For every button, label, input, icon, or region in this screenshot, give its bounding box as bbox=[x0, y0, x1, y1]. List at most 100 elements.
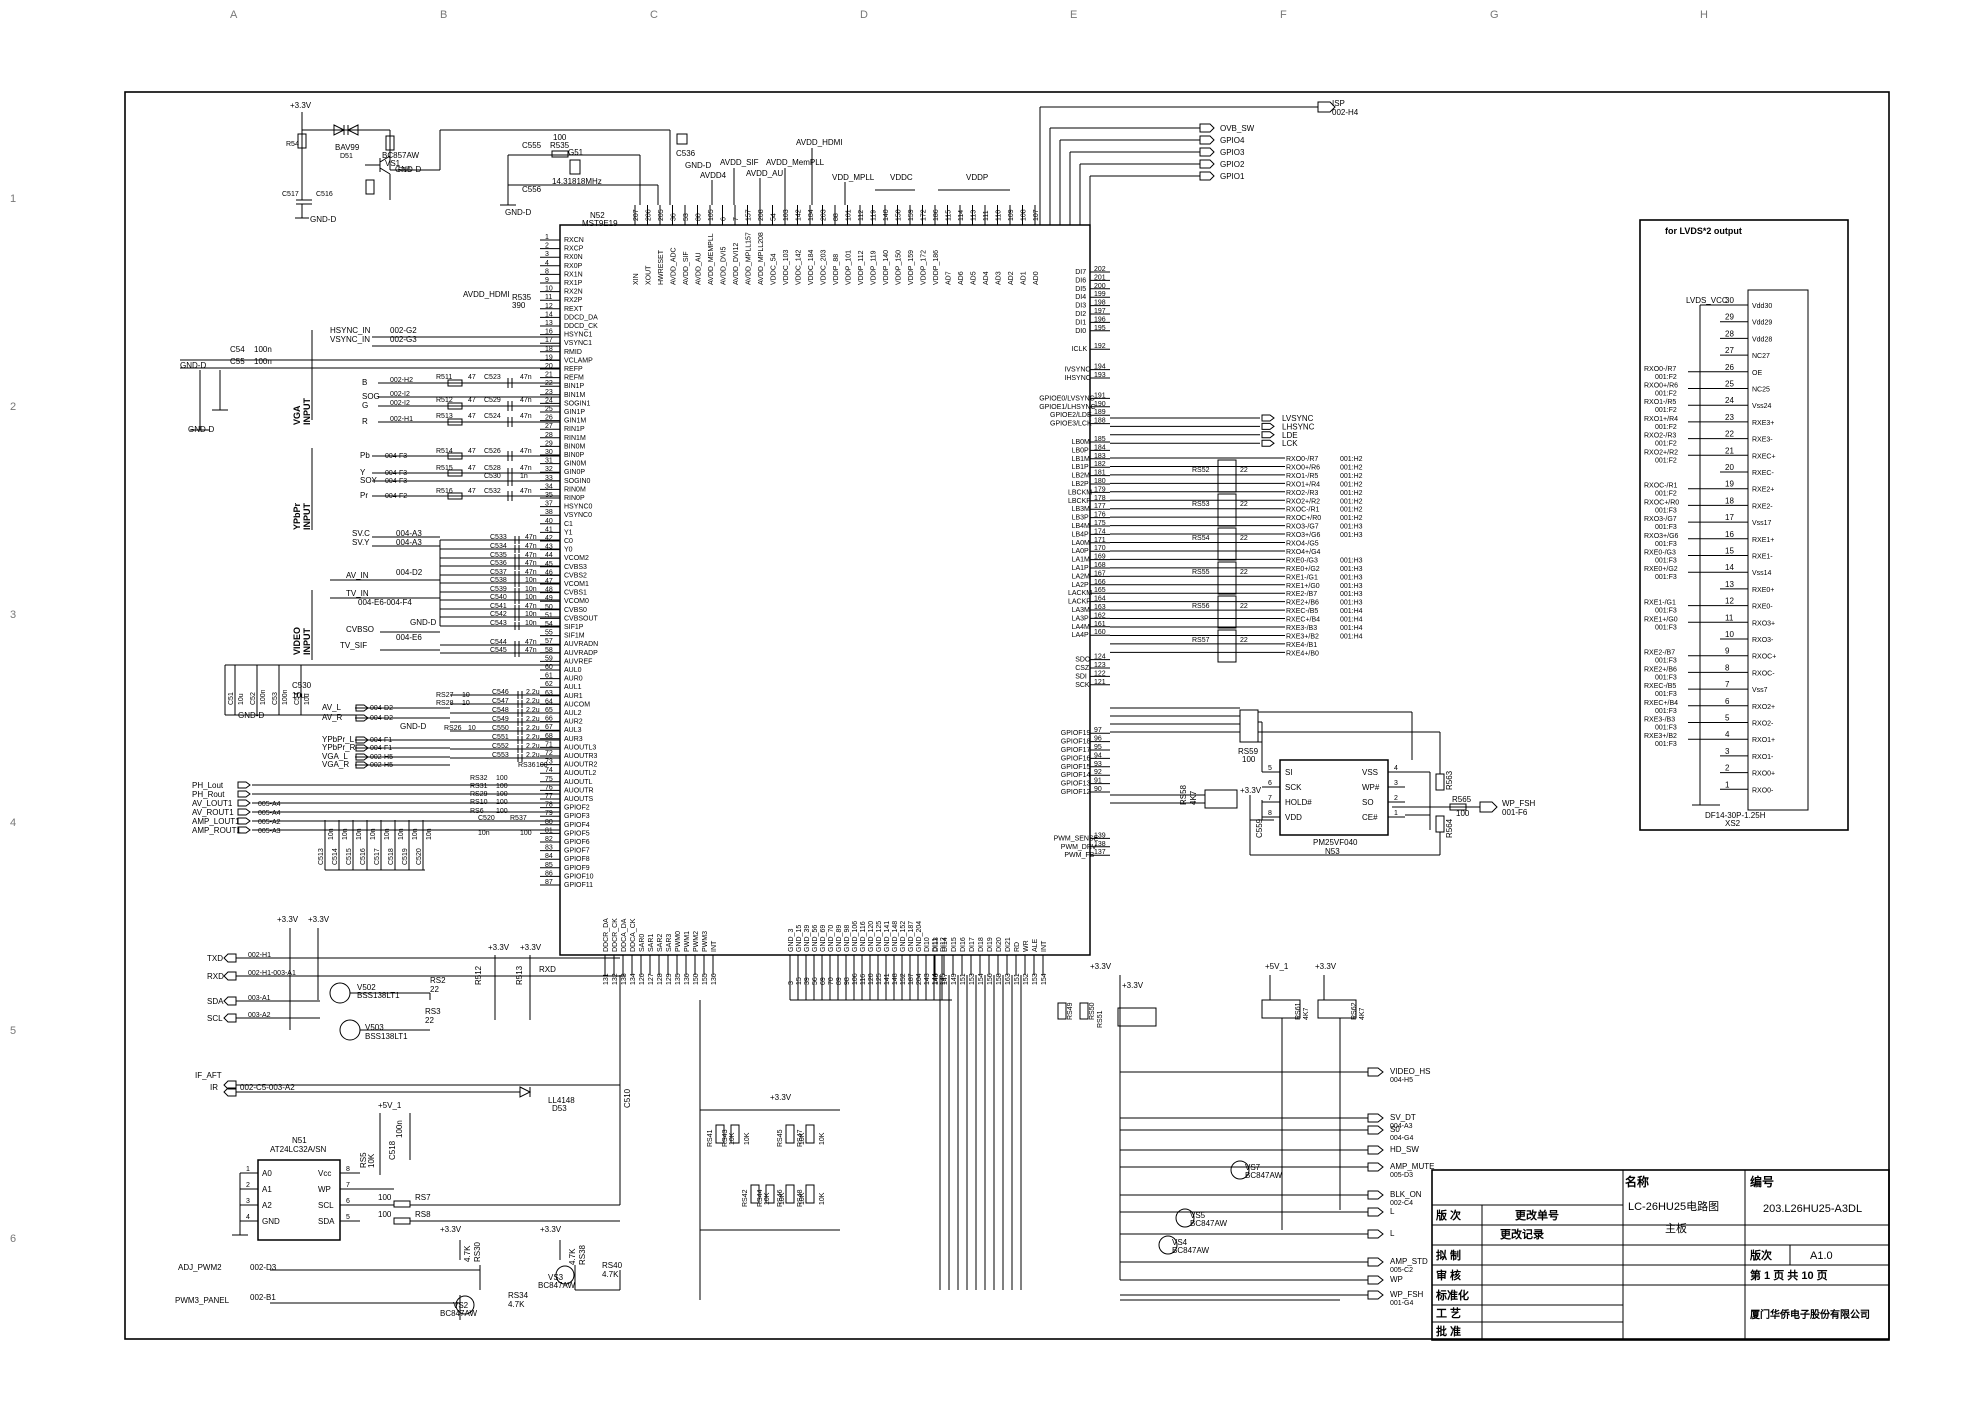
chip-right-pin-num: 178 bbox=[1094, 495, 1106, 502]
conn-pin-name: Vss17 bbox=[1752, 520, 1772, 527]
conn-pin-num: 1 bbox=[1725, 780, 1730, 789]
conn-pin-num: 2 bbox=[1725, 764, 1730, 773]
chip-right-pin-num: 121 bbox=[1094, 679, 1106, 686]
chip-left-pin-num: 17 bbox=[545, 337, 553, 344]
chip-left-pin-name: AUL2 bbox=[564, 710, 582, 717]
chip-bottom-pin-num: 69 bbox=[820, 977, 827, 985]
br-signal-ref: 004-H5 bbox=[1390, 1077, 1413, 1084]
chip-right-pin-name: GPIOF18 bbox=[1061, 739, 1091, 746]
grid-col-H: H bbox=[1700, 9, 1708, 21]
chip-right-pin-name: DI0 bbox=[1075, 328, 1086, 335]
chip-bottom-pin-name: PWM0 bbox=[675, 931, 682, 952]
ypbpr-res-val: 47 bbox=[468, 465, 476, 472]
chip-left-pin-num: 28 bbox=[545, 432, 553, 439]
chip-right-pin-name: ICLK bbox=[1072, 346, 1088, 353]
lvds-pair-net: RXE4+/B0 bbox=[1286, 650, 1319, 657]
grid-row-3: 3 bbox=[10, 609, 16, 621]
schematic-label: N51 bbox=[292, 1136, 307, 1145]
audio-cap: C550 bbox=[492, 725, 509, 732]
chip-right-pin-name: LB1P bbox=[1072, 464, 1089, 471]
conn-pin-net: RXEC+/B4 bbox=[1644, 700, 1678, 707]
schematic-label: SV.C bbox=[352, 529, 370, 538]
audio-dec-cap-val: 10u bbox=[304, 693, 311, 705]
chip-right-pin-name: GPIOE2/LDE bbox=[1050, 412, 1092, 419]
audio-out-res-val: 100 bbox=[496, 775, 508, 782]
conn-pin-num: 29 bbox=[1725, 313, 1734, 322]
br-signal-ref: 004-A3 bbox=[1390, 1123, 1413, 1130]
audio-out-3: AV_ROUT1 bbox=[192, 808, 234, 817]
chip-left-pin-num: 65 bbox=[545, 707, 553, 714]
chip-left-pin-num: 60 bbox=[545, 664, 553, 671]
chip-top-pin-num: 114 bbox=[958, 210, 965, 221]
chip-top-pin-num: 7 bbox=[733, 217, 740, 221]
schematic-label: G51 bbox=[568, 148, 584, 157]
video-cap: C545 bbox=[490, 647, 507, 654]
chip-bottom-pin-name: GND_3 bbox=[788, 929, 795, 952]
ypbpr-cap: C532 bbox=[484, 488, 501, 495]
chip-right-pin-num: 138 bbox=[1094, 841, 1106, 848]
vga-title-1: VGA bbox=[292, 405, 302, 425]
lvds-pair-ref: 001:H2 bbox=[1340, 456, 1363, 463]
chip-right-pin-name: IHSYNC bbox=[1064, 375, 1090, 382]
schematic-label: C536 bbox=[676, 149, 696, 158]
audio-out-res: RS29 bbox=[470, 791, 488, 798]
chip-right-pin-num: 96 bbox=[1094, 736, 1102, 743]
chip-bottom-pin-name: GND_69 bbox=[820, 925, 827, 952]
vga-net-sog: SOG bbox=[362, 392, 380, 401]
chip-bottom-pin-name: DDCR_DA bbox=[603, 918, 610, 952]
vga-net-ref: 002-I2 bbox=[390, 400, 410, 407]
audio-cap-val: 2.2u bbox=[526, 743, 540, 750]
chip-left-pin-num: 62 bbox=[545, 681, 553, 688]
br-res-val: 10K bbox=[799, 1192, 806, 1205]
lvds-pair-net: RXO4-/G5 bbox=[1286, 541, 1319, 548]
lvds-ctl-3: LCK bbox=[1282, 439, 1298, 448]
schematic-label: 4.7K bbox=[463, 1245, 472, 1262]
br-res-val: 10K bbox=[779, 1192, 786, 1205]
chip-right-pin-num: 182 bbox=[1094, 461, 1106, 468]
chip-top-pin-name: AD1 bbox=[1021, 271, 1028, 285]
video-cap-val: 47n bbox=[525, 552, 537, 559]
chip-bottom-pin-name: GND_152 bbox=[900, 921, 907, 952]
br-signal-ref: 002-C4 bbox=[1390, 1200, 1413, 1207]
chip-right-pin-num: 184 bbox=[1094, 444, 1106, 451]
chip-bottom-pin-num: 152 bbox=[1023, 973, 1030, 985]
chip-top-pin-num: 80 bbox=[696, 213, 703, 221]
chip-left-pin-name: RX0N bbox=[564, 254, 583, 261]
audio-in-4: VGA_L bbox=[322, 752, 348, 761]
chip-top-pin-name: VDDC_203 bbox=[821, 249, 828, 285]
eeprom-pin-name: Vcc bbox=[318, 1169, 331, 1178]
chip-right-pin-name: LB0P bbox=[1072, 447, 1089, 454]
chip-left-pin-name: AUOUTS bbox=[564, 796, 594, 803]
schematic-label: 100n bbox=[395, 1120, 404, 1138]
chip-right-pin-name: DI6 bbox=[1075, 277, 1086, 284]
vga-cap-val: 47n bbox=[520, 374, 532, 381]
lvds-resnet: RS54 bbox=[1192, 535, 1210, 542]
chip-left-pin-num: 27 bbox=[545, 423, 553, 430]
br-res-val: 10K bbox=[729, 1132, 736, 1145]
chip-right-pin-name: SDI bbox=[1075, 673, 1087, 680]
chip-right-pin-num: 197 bbox=[1094, 308, 1106, 315]
audio-low-cap: C518 bbox=[388, 848, 395, 865]
lvds-resnet: RS57 bbox=[1192, 637, 1210, 644]
gpio-net-4: GPIO1 bbox=[1220, 172, 1245, 181]
audio-res: RS28 bbox=[436, 700, 454, 707]
chip-left-pin-num: 32 bbox=[545, 466, 553, 473]
lvds-pair-net: RXO3+/G6 bbox=[1286, 532, 1321, 539]
lvds-pair-ref: 001:H3 bbox=[1340, 557, 1363, 564]
schematic-label: R513 bbox=[515, 965, 524, 985]
eeprom-pin-name: A1 bbox=[262, 1185, 272, 1194]
schematic-label: AVDD_SIF bbox=[720, 158, 759, 167]
chip-left-pin-num: 49 bbox=[545, 595, 553, 602]
chip-right-pin-num: 123 bbox=[1094, 662, 1106, 669]
chip-left-pin-num: 81 bbox=[545, 827, 553, 834]
chip-top-pin-num: 113 bbox=[971, 210, 978, 221]
lvds-pair-net: RXO3-/G7 bbox=[1286, 524, 1319, 531]
chip-bottom-pin-num: 153 bbox=[1032, 973, 1039, 985]
conn-pin-net: RXO1-/R5 bbox=[1644, 399, 1676, 406]
schematic-label: V502 bbox=[357, 983, 376, 992]
lvds-ctl-0: LVSYNC bbox=[1282, 414, 1314, 423]
grid-row-4: 4 bbox=[10, 817, 16, 829]
chip-left-pin-num: 25 bbox=[545, 406, 553, 413]
chip-bottom-pin-name: DI15 bbox=[951, 937, 958, 952]
